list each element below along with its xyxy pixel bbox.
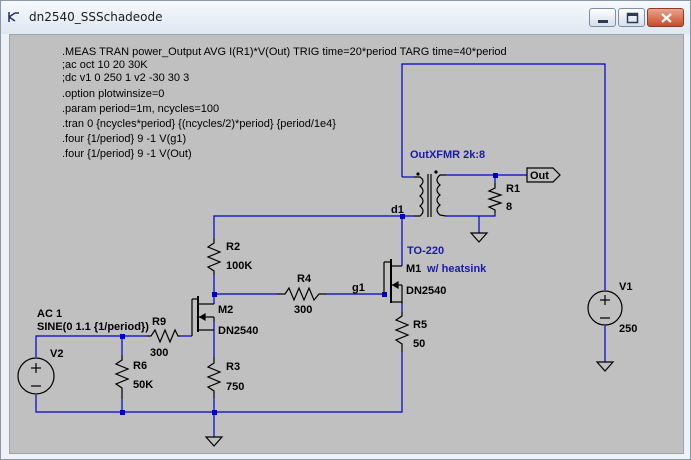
- schematic[interactable]: .MEAS TRAN power_Output AVG I(R1)*V(Out)…: [10, 35, 683, 453]
- directive-option[interactable]: .option plotwinsize=0: [62, 88, 164, 100]
- v2-ac-directive[interactable]: AC 1: [37, 308, 62, 320]
- title-bar[interactable]: dn2540_SSSchadeode: [1, 1, 690, 34]
- m2-mosfet[interactable]: [191, 296, 215, 336]
- maximize-icon: [626, 12, 639, 24]
- v1-name[interactable]: V1: [619, 281, 632, 293]
- xfmr-label[interactable]: OutXFMR 2k:8: [410, 149, 485, 161]
- directive-param[interactable]: .param period=1m, ncycles=100: [62, 103, 219, 115]
- v2-source[interactable]: [17, 357, 55, 395]
- schematic-canvas[interactable]: .MEAS TRAN power_Output AVG I(R1)*V(Out)…: [9, 34, 684, 454]
- ground-symbol-r1: [469, 232, 489, 243]
- directive-four-out[interactable]: .four {1/period} 9 -1 V(Out): [62, 148, 192, 160]
- directive-four-g1[interactable]: .four {1/period} 9 -1 V(g1): [62, 133, 186, 145]
- r1-name[interactable]: R1: [506, 183, 520, 195]
- m1-name[interactable]: M1: [406, 263, 421, 275]
- v1-source[interactable]: [587, 290, 623, 326]
- close-button[interactable]: [647, 8, 684, 27]
- r1-resistor[interactable]: [487, 183, 503, 213]
- r6-resistor[interactable]: [114, 355, 130, 399]
- spice-directives[interactable]: .MEAS TRAN power_Output AVG I(R1)*V(Out)…: [62, 46, 507, 160]
- maximize-button[interactable]: [618, 8, 645, 27]
- directive-meas[interactable]: .MEAS TRAN power_Output AVG I(R1)*V(Out)…: [62, 46, 507, 58]
- r9-resistor[interactable]: [147, 328, 180, 344]
- r9-value[interactable]: 300: [150, 347, 168, 359]
- directive-ac[interactable]: ;ac oct 10 20 30K: [62, 59, 148, 71]
- m1-note-heatsink[interactable]: w/ heatsink: [426, 263, 487, 275]
- directive-tran[interactable]: .tran 0 {ncycles*period} {(ncycles/2)*pe…: [62, 118, 336, 130]
- junctions: [120, 173, 498, 415]
- v1-value[interactable]: 250: [619, 323, 637, 335]
- output-transformer[interactable]: [414, 170, 447, 217]
- r9-name[interactable]: R9: [152, 316, 166, 328]
- minimize-button[interactable]: [589, 8, 616, 27]
- r4-value[interactable]: 300: [294, 304, 312, 316]
- ground-symbol-main: [204, 436, 224, 447]
- g1-label[interactable]: g1: [352, 282, 365, 294]
- r4-name[interactable]: R4: [297, 273, 312, 285]
- d1-label[interactable]: d1: [391, 204, 404, 216]
- m2-name[interactable]: M2: [218, 304, 233, 316]
- r3-resistor[interactable]: [206, 357, 222, 398]
- r5-name[interactable]: R5: [413, 319, 427, 331]
- v2-sine-directive[interactable]: SINE(0 1.1 {1/period}): [37, 321, 149, 333]
- window-title: dn2540_SSSchadeode: [29, 10, 163, 24]
- m1-mosfet[interactable]: [383, 259, 403, 304]
- close-icon: [661, 13, 672, 23]
- r3-value[interactable]: 750: [226, 381, 244, 393]
- r5-value[interactable]: 50: [413, 338, 425, 350]
- m2-value[interactable]: DN2540: [218, 325, 258, 337]
- r4-resistor[interactable]: [277, 286, 327, 302]
- r5-resistor[interactable]: [394, 312, 410, 352]
- r2-name[interactable]: R2: [226, 241, 240, 253]
- r6-value[interactable]: 50K: [133, 379, 153, 391]
- v2-name[interactable]: V2: [50, 348, 63, 360]
- r1-value[interactable]: 8: [506, 201, 512, 213]
- out-label[interactable]: Out: [530, 170, 549, 182]
- r3-name[interactable]: R3: [226, 361, 240, 373]
- minimize-icon: [598, 20, 608, 23]
- schematic-icon: [8, 12, 19, 22]
- r2-resistor[interactable]: [206, 238, 222, 275]
- r2-value[interactable]: 100K: [226, 260, 252, 272]
- out-port[interactable]: [526, 167, 561, 183]
- directive-dc[interactable]: ;dc v1 0 250 1 v2 -30 30 3: [62, 72, 189, 84]
- r6-name[interactable]: R6: [133, 360, 147, 372]
- m1-note-package[interactable]: TO-220: [407, 245, 444, 257]
- m1-value[interactable]: DN2540: [406, 285, 446, 297]
- ground-symbol-v1: [595, 361, 615, 372]
